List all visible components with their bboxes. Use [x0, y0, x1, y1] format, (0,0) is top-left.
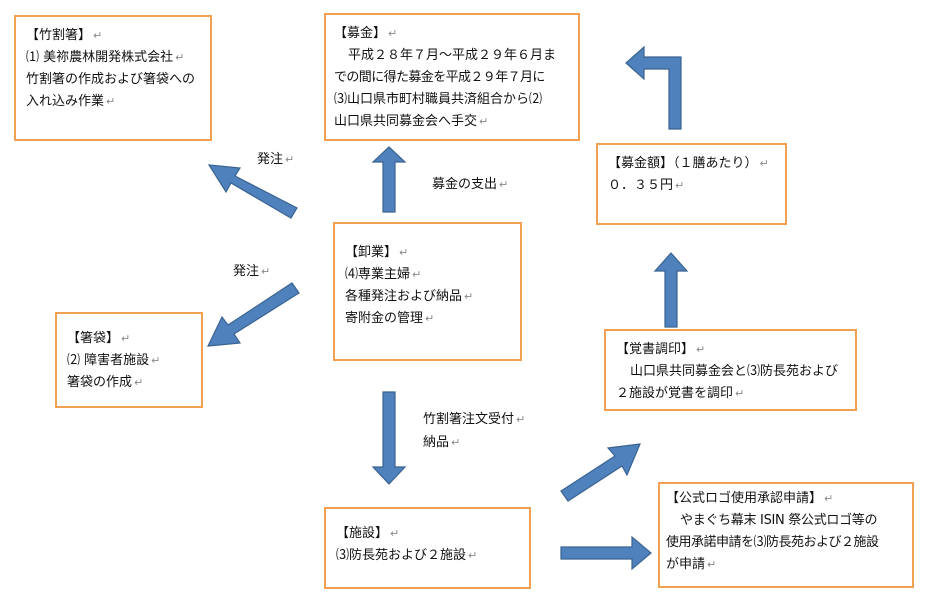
bokingaku-box: 【募金額】（１膳あたり）↵ ０．３５円↵ [596, 143, 787, 225]
hashibukuro-line-1: ⑵ 障害者施設↵ [67, 353, 161, 368]
oroshi-line-1: ⑷専業主婦↵ [345, 267, 422, 282]
oboegaki-title: 【覚書調印】↵ [616, 342, 706, 357]
arrow-oroshi-to-shisetsu [371, 391, 407, 485]
bokin-line-4: 山口県共同募金会へ手交↵ [334, 114, 489, 129]
label-hatchu-2: 発注↵ [233, 264, 271, 279]
arrow-hatchu-hashibukuro [206, 282, 300, 347]
hashibukuro-line-2: 箸袋の作成↵ [67, 375, 144, 390]
logo-line-3: が申請↵ [666, 557, 717, 572]
logo-title: 【公式ロゴ使用承認申請】↵ [666, 491, 834, 506]
bokin-line-3: ⑶山口県市町村職員共済組合から⑵ [334, 92, 543, 107]
arrow-shisetsu-to-oboegaki [560, 443, 641, 502]
shisetsu-box: 【施設】↵ ⑶防長苑および２施設↵ [324, 507, 531, 589]
label-chumon-2: 納品↵ [423, 435, 461, 450]
shisetsu-title: 【施設】↵ [336, 526, 400, 541]
logo-line-2: 使用承諾申請を⑶防長苑および２施設 [666, 535, 879, 550]
chikuwari-title: 【竹割箸】↵ [26, 28, 103, 43]
chikuwari-line-1: ⑴ 美祢農林開発株式会社↵ [26, 50, 185, 65]
label-hatchu-1: 発注↵ [257, 152, 295, 167]
label-chumon-1: 竹割箸注文受付↵ [423, 412, 526, 427]
oroshi-line-2: 各種発注および納品↵ [345, 289, 474, 304]
hashibukuro-title: 【箸袋】↵ [67, 331, 131, 346]
shisetsu-line-1: ⑶防長苑および２施設↵ [336, 548, 478, 563]
bokingaku-value: ０．３５円↵ [608, 178, 685, 193]
bokingaku-title: 【募金額】（１膳あたり）↵ [608, 156, 769, 171]
oroshi-box: 【卸業】↵ ⑷専業主婦↵ 各種発注および納品↵ 寄附金の管理↵ [333, 222, 522, 361]
oroshi-line-3: 寄附金の管理↵ [345, 311, 435, 326]
arrow-hatchu-chikuwari [207, 164, 298, 219]
oroshi-title: 【卸業】↵ [345, 245, 409, 260]
oboegaki-line-1: 山口県共同募金会と⑶防長苑および [630, 364, 839, 379]
arrow-bokingaku-to-bokin [625, 45, 682, 130]
bokin-title: 【募金】↵ [334, 26, 398, 41]
arrow-shisetsu-to-logo [560, 535, 652, 571]
chikuwari-line-2: 竹割箸の作成および箸袋への [26, 72, 196, 87]
bokin-box: 【募金】↵ 平成２８年７月～平成２９年６月ま での間に得た募金を平成２９年７月に… [324, 13, 580, 141]
oboegaki-line-2: ２施設が覚書を調印↵ [616, 386, 745, 401]
arrow-oboegaki-to-bokingaku [653, 252, 689, 328]
hashibukuro-box: 【箸袋】↵ ⑵ 障害者施設↵ 箸袋の作成↵ [55, 312, 203, 408]
oboegaki-box: 【覚書調印】↵ 山口県共同募金会と⑶防長苑および ２施設が覚書を調印↵ [604, 329, 857, 411]
bokin-line-1: 平成２８年７月～平成２９年６月ま [348, 48, 557, 63]
logo-line-1: やまぐち幕末 ISIN 祭公式ロゴ等の [680, 513, 878, 528]
chikuwari-line-3: 入れ込み作業↵ [26, 94, 116, 109]
logo-box: 【公式ロゴ使用承認申請】↵ やまぐち幕末 ISIN 祭公式ロゴ等の 使用承諾申請… [658, 482, 914, 588]
chikuwari-box: 【竹割箸】↵ ⑴ 美祢農林開発株式会社↵ 竹割箸の作成および箸袋への 入れ込み作… [14, 15, 212, 141]
arrow-oroshi-to-bokin [371, 146, 407, 213]
label-bokin-shishutsu: 募金の支出↵ [432, 177, 509, 192]
bokin-line-2: での間に得た募金を平成２９年７月に [334, 70, 545, 85]
